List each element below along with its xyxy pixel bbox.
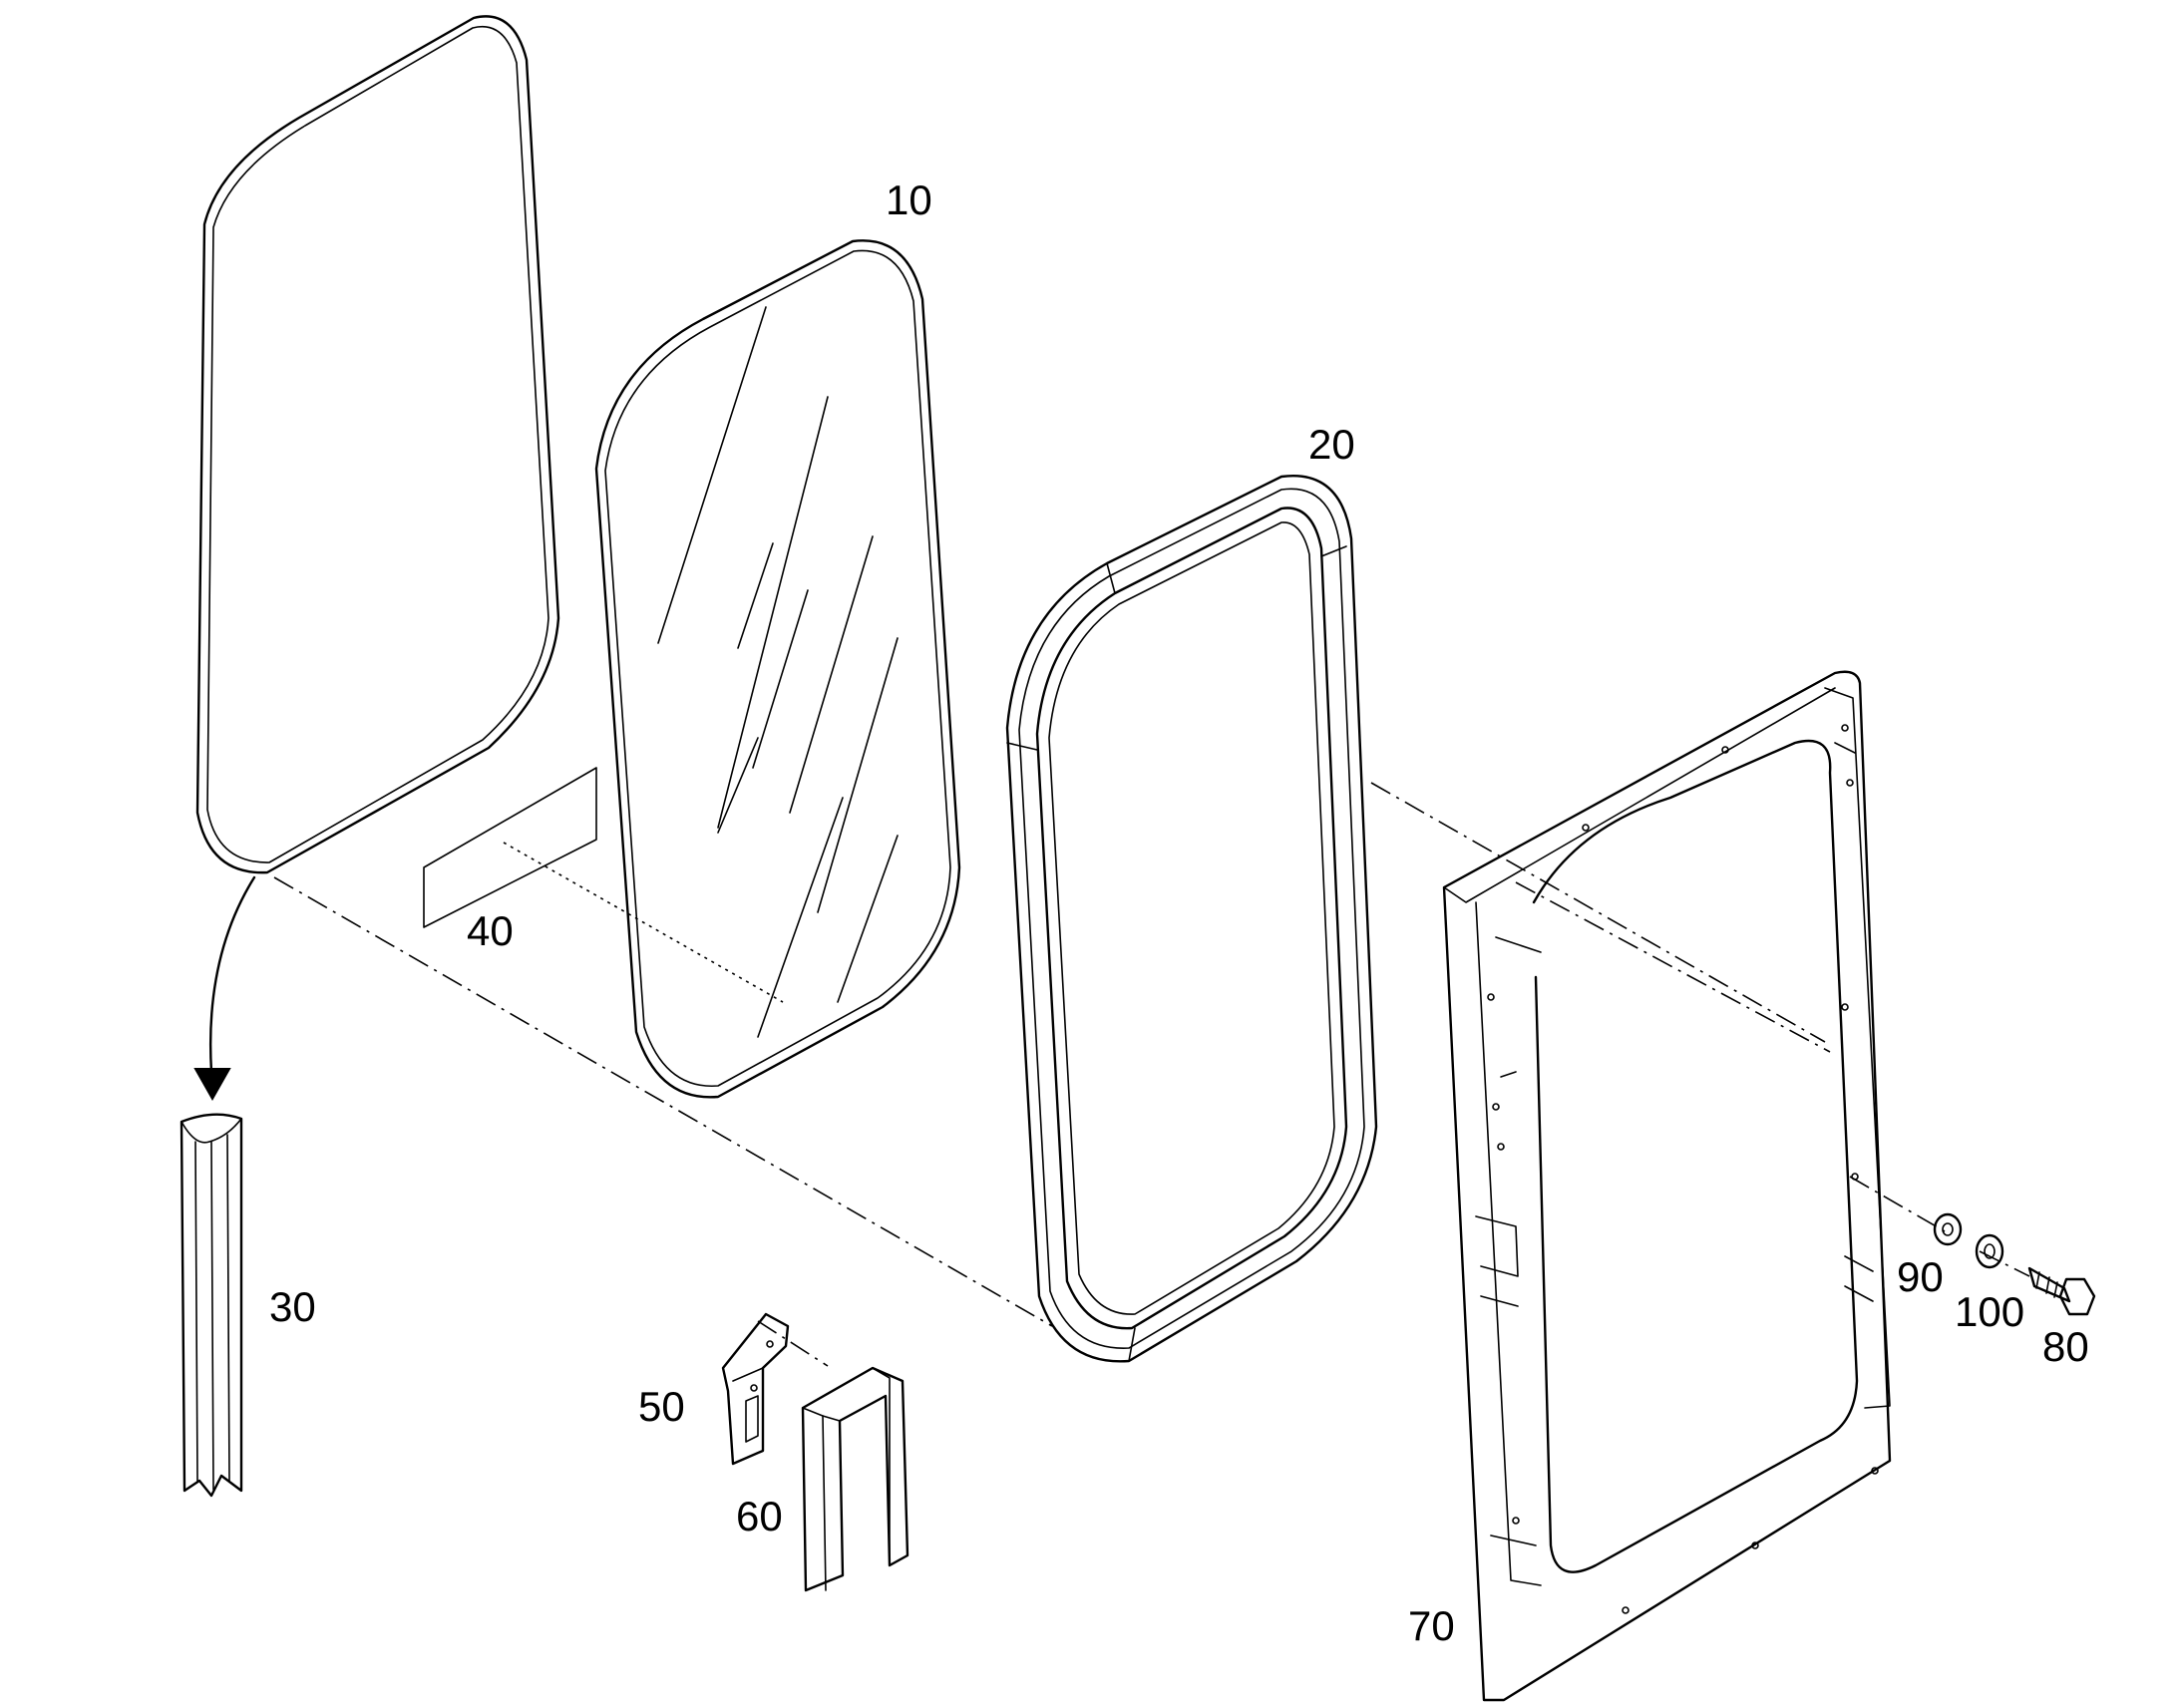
door-frame-panel (1442, 670, 1892, 1702)
bracket-clip (721, 1312, 790, 1466)
glass-reflection-lines (657, 306, 899, 1038)
seal-outline (195, 15, 560, 874)
callout-20: 20 (1308, 421, 1355, 468)
callout-labels: 10 20 30 40 50 60 70 80 90 100 (269, 176, 2089, 1649)
seal-profile (180, 1113, 243, 1498)
nut (1933, 1212, 1963, 1246)
callout-50: 50 (638, 1383, 685, 1430)
label-sticker (423, 767, 597, 928)
callout-30: 30 (269, 1283, 316, 1330)
callout-60: 60 (736, 1493, 783, 1539)
detail-arrow (193, 875, 256, 1102)
washer (1975, 1233, 2004, 1269)
callout-90: 90 (1897, 1253, 1944, 1300)
leader-lines (273, 782, 2030, 1367)
callout-10: 10 (886, 176, 932, 223)
callout-70: 70 (1408, 1602, 1455, 1649)
channel-profile (801, 1366, 909, 1592)
callout-100: 100 (1955, 1288, 2024, 1335)
callout-40: 40 (467, 907, 514, 954)
callout-80: 80 (2042, 1323, 2089, 1370)
bolt (2027, 1266, 2096, 1316)
rubber-frame (1005, 474, 1378, 1363)
glass-pane (594, 239, 961, 1099)
